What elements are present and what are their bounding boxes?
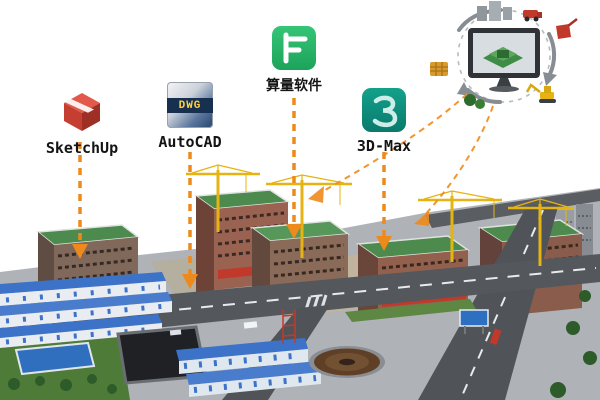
tool-autocad: DWG AutoCAD bbox=[142, 82, 238, 151]
white-van bbox=[169, 329, 182, 336]
construction-site-scene bbox=[0, 164, 600, 400]
dump-truck-icon bbox=[523, 10, 542, 22]
tree bbox=[583, 351, 597, 365]
tree bbox=[550, 382, 566, 398]
dormitory-buildings bbox=[176, 338, 321, 397]
tree bbox=[87, 374, 97, 384]
buildings-icon bbox=[477, 1, 512, 21]
3dsmax-logo-icon bbox=[362, 88, 406, 132]
monitor-icon bbox=[468, 28, 540, 92]
arrow-curved-workflow-1 bbox=[308, 93, 468, 203]
tower-cranes bbox=[186, 164, 574, 266]
sketchup-logo-icon bbox=[58, 86, 106, 134]
arrow-curved-workflow-2 bbox=[414, 105, 494, 226]
tree bbox=[8, 378, 20, 390]
tree bbox=[60, 379, 72, 391]
workflow-circle bbox=[430, 1, 578, 109]
tool-quantity-software: 算量软件 bbox=[246, 26, 342, 95]
arrow-quantity-software bbox=[286, 98, 302, 239]
tool-label-sketchup: SketchUp bbox=[45, 139, 119, 157]
pool bbox=[14, 341, 96, 376]
tree bbox=[35, 376, 45, 386]
tower-crane bbox=[186, 164, 260, 232]
lawn-area bbox=[0, 337, 130, 400]
tree bbox=[566, 321, 580, 335]
scaffold bbox=[282, 309, 296, 344]
tool-label-3dmax: 3D-Max bbox=[356, 137, 412, 155]
excavator-icon bbox=[525, 83, 556, 103]
tower-crane bbox=[418, 190, 502, 262]
trees-right bbox=[550, 290, 597, 398]
red-truck bbox=[489, 328, 502, 345]
trees-icon bbox=[464, 94, 485, 109]
red-machinery-icon bbox=[556, 18, 578, 39]
flow-arrows bbox=[72, 93, 494, 289]
dwg-badge: DWG bbox=[167, 98, 213, 113]
ruler-square-icon bbox=[272, 26, 316, 70]
white-van bbox=[243, 321, 258, 329]
tower-crane bbox=[508, 198, 574, 266]
tree bbox=[579, 290, 591, 302]
arrow-3dmax bbox=[376, 152, 392, 251]
tool-sketchup: SketchUp bbox=[34, 86, 130, 157]
material-stack-icon bbox=[430, 62, 448, 76]
site-offices bbox=[0, 272, 172, 348]
arrow-sketchup bbox=[72, 142, 88, 259]
tool-label-quantity-software: 算量软件 bbox=[266, 78, 322, 94]
tree bbox=[107, 384, 117, 394]
dwg-file-icon: DWG bbox=[167, 82, 213, 128]
billboard bbox=[459, 309, 489, 334]
arrow-autocad bbox=[182, 152, 198, 289]
tool-label-autocad: AutoCAD bbox=[158, 133, 222, 151]
tool-3dmax: 3D-Max bbox=[336, 88, 432, 155]
green-strip bbox=[345, 299, 476, 322]
circular-foundation bbox=[309, 346, 385, 378]
vehicles bbox=[169, 321, 502, 345]
